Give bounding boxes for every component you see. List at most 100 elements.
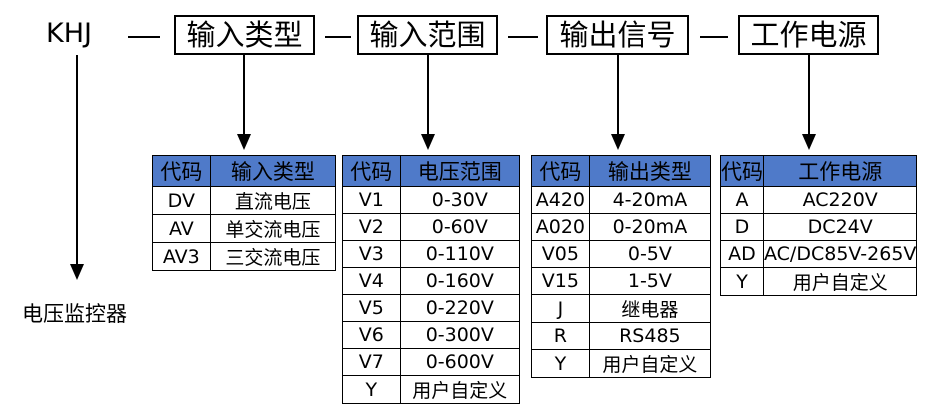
cell-desc: AC/DC85V-265V [762,240,918,268]
arrow-down-icon [611,134,625,150]
header-code: 代码 [152,155,211,187]
header-code: 代码 [342,155,401,187]
cell-code: V4 [342,267,401,295]
cell-code: AV3 [152,242,211,271]
cell-code: V3 [342,240,401,268]
cell-desc: DC24V [762,213,918,241]
section-box-input-range: 输入范围 [357,15,498,55]
model-prefix: KHJ [46,18,92,49]
header-code: 代码 [720,155,764,187]
header-voltage-range: 电压范围 [399,155,521,187]
input-type-table: 代码 输入类型 DV 直流电压 AV 单交流电压 AV3 三交流电压 [152,155,337,271]
cell-code: V05 [531,240,590,268]
table-header-row: 代码 电压范围 [342,155,521,187]
section-box-input-type: 输入类型 [174,15,315,55]
separator-dash [325,36,351,38]
device-label: 电压监控器 [22,302,127,326]
cell-code: A [720,186,764,214]
cell-desc: AC220V [762,186,918,214]
arrow-down-icon [421,134,435,150]
table-row: AV3 三交流电压 [152,242,337,271]
table-row: AV 单交流电压 [152,214,337,243]
header-code: 代码 [531,155,590,187]
cell-desc: 0-160V [399,267,521,295]
arrow-shaft [243,55,245,135]
cell-desc: 4-20mA [588,186,712,214]
cell-desc: 用户自定义 [588,349,712,378]
cell-desc: 0-20mA [588,213,712,241]
section-box-power: 工作电源 [738,15,879,55]
arrow-shaft [617,55,619,135]
cell-desc: 0-60V [399,213,521,241]
table-row: DV 直流电压 [152,186,337,215]
table-header-row: 代码 工作电源 [720,155,918,187]
header-output-type: 输出类型 [588,155,712,187]
cell-desc: 三交流电压 [209,242,337,271]
cell-code: V5 [342,294,401,322]
separator-dash [128,36,160,38]
arrow-shaft [808,55,810,135]
cell-desc: 继电器 [588,294,712,323]
cell-code: V6 [342,321,401,349]
cell-code: AD [720,240,764,268]
cell-code: Y [342,375,401,404]
cell-code: DV [152,186,211,215]
arrow-down-icon [237,134,251,150]
cell-code: J [531,294,590,323]
cell-code: V1 [342,186,401,214]
table-header-row: 代码 输入类型 [152,155,337,187]
header-input-type: 输入类型 [209,155,337,187]
cell-desc: 0-30V [399,186,521,214]
arrow-down-icon [802,134,816,150]
cell-desc: 用户自定义 [762,267,918,296]
cell-desc: RS485 [588,322,712,350]
cell-desc: 直流电压 [209,186,337,215]
cell-desc: 用户自定义 [399,375,521,404]
cell-desc: 0-110V [399,240,521,268]
cell-desc: 0-5V [588,240,712,268]
arrow-shaft [76,55,78,265]
cell-code: Y [720,267,764,296]
cell-desc: 单交流电压 [209,214,337,243]
arrow-down-icon [70,264,84,280]
header-power: 工作电源 [762,155,918,187]
cell-desc: 1-5V [588,267,712,295]
cell-desc: 0-600V [399,348,521,376]
cell-code: R [531,322,590,350]
cell-code: V7 [342,348,401,376]
cell-code: Y [531,349,590,378]
table-header-row: 代码 输出类型 [531,155,712,187]
cell-desc: 0-300V [399,321,521,349]
cell-code: A420 [531,186,590,214]
separator-dash [700,36,728,38]
arrow-shaft [427,55,429,135]
cell-desc: 0-220V [399,294,521,322]
cell-code: A020 [531,213,590,241]
cell-code: V15 [531,267,590,295]
separator-dash [508,36,538,38]
cell-code: D [720,213,764,241]
cell-code: AV [152,214,211,243]
section-box-output-signal: 输出信号 [546,15,689,55]
